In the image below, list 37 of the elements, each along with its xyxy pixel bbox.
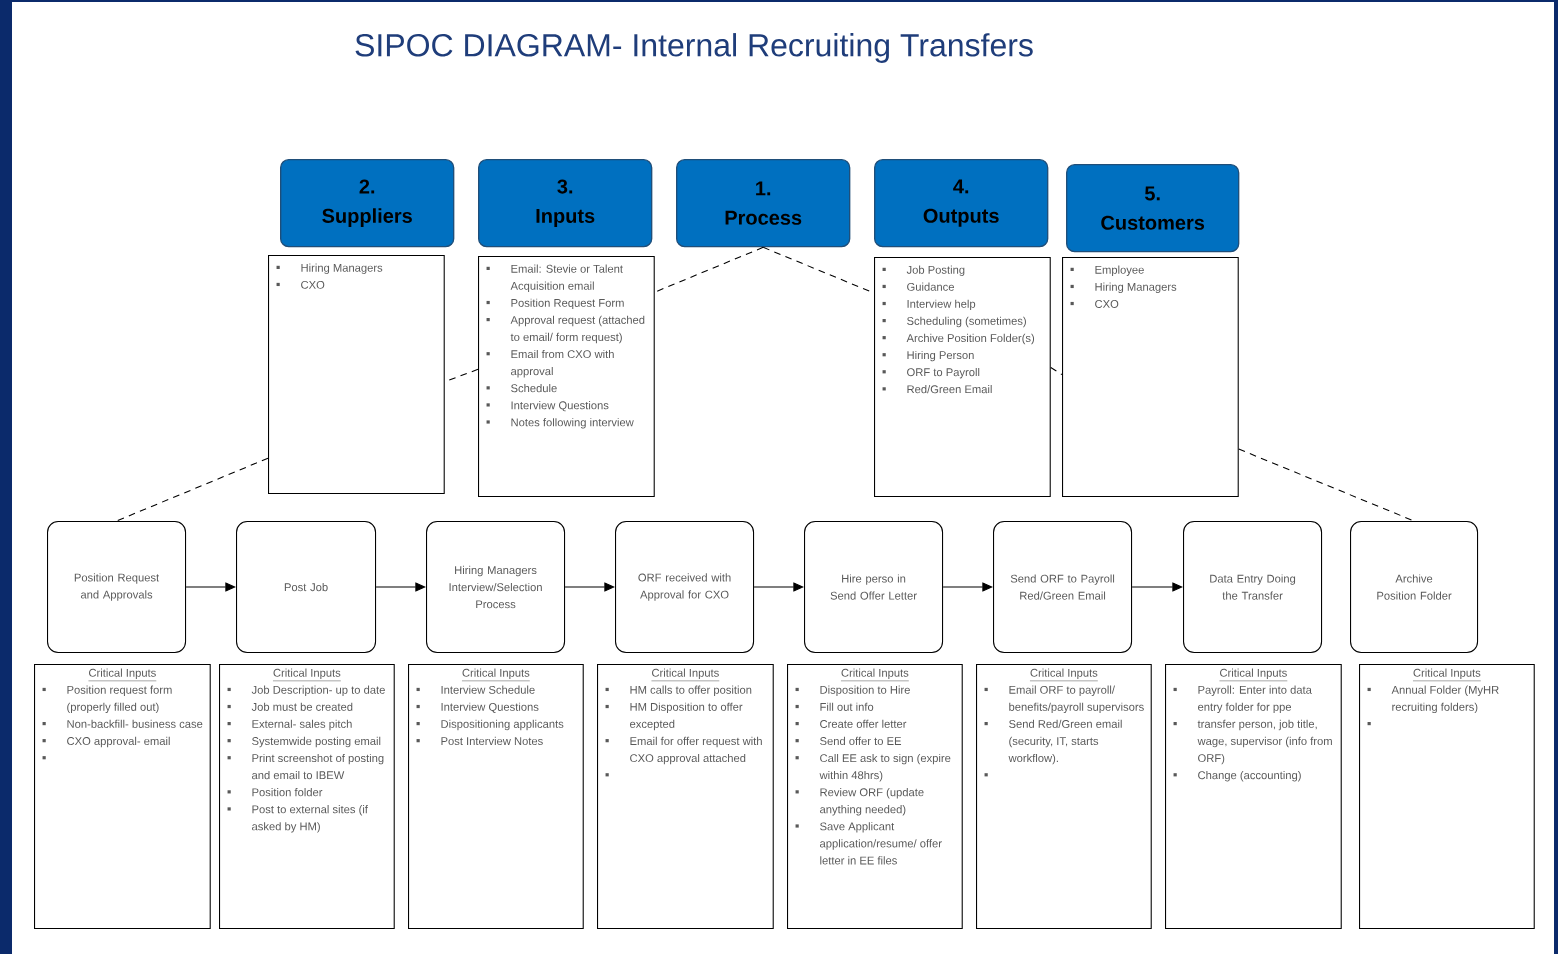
process-box: Hire perso in Send Offer Letter bbox=[804, 521, 944, 654]
process-box: ORF received with Approval for CXO bbox=[615, 521, 755, 654]
critical-inputs-box: Critical Inputs Payroll: Enter into data entry folder for ppe transfer person, job title, wage, supervisor (info from ORF) Change (accounting) bbox=[1165, 664, 1342, 930]
dashed-connector bbox=[1050, 366, 1063, 376]
list-box: Hiring Managers CXO bbox=[268, 255, 445, 495]
dashed-connector bbox=[1238, 448, 1415, 522]
process-box: Data Entry Doing the Transfer bbox=[1183, 521, 1323, 654]
header-box: 5. Customers bbox=[1066, 164, 1240, 253]
process-box: Hiring Managers Interview/Selection Process bbox=[426, 521, 566, 654]
list-box: Job Posting Guidance Interview help Scheduling (sometimes) Archive Position Folder(s) Hiring Person ORF to Payroll Red/Green Email bbox=[874, 257, 1051, 498]
process-box: Position Request and Approvals bbox=[47, 521, 187, 654]
arrow bbox=[564, 582, 615, 592]
header-box: 4. Outputs bbox=[874, 159, 1049, 248]
critical-inputs-box: Critical Inputs Position request form (properly filled out) Non-backfill- business case CXO approval- email bbox=[34, 664, 211, 930]
header-box: 2. Suppliers bbox=[280, 159, 455, 248]
dashed-connector bbox=[762, 246, 875, 294]
arrow bbox=[185, 582, 236, 592]
critical-inputs-box: Critical Inputs Disposition to Hire Fill out info Create offer letter Send offer to EE Call EE ask to sign (expire within 48hrs) Review ORF (update anything needed) Save Applicant application/resume/ offer letter in EE files bbox=[787, 664, 963, 930]
dashed-connector bbox=[116, 457, 269, 522]
process-box: Archive Position Folder bbox=[1350, 521, 1479, 654]
header-box: 3. Inputs bbox=[478, 159, 653, 248]
critical-inputs-box: Critical Inputs Email ORF to payroll/ benefits/payroll supervisors Send Red/Green email (security, IT, starts workflow). bbox=[976, 664, 1152, 930]
process-box: Post Job bbox=[236, 521, 377, 654]
process-box: Send ORF to Payroll Red/Green Email bbox=[993, 521, 1133, 654]
header-box: 1. Process bbox=[676, 159, 851, 248]
critical-inputs-box: Critical Inputs Interview Schedule Interview Questions Dispositioning applicants Post Interview Notes bbox=[408, 664, 584, 930]
title: SIPOC DIAGRAM- Internal Recruiting Transfers bbox=[355, 33, 1033, 63]
list-box: Employee Hiring Managers CXO bbox=[1062, 257, 1239, 498]
critical-inputs-box: Critical Inputs Annual Folder (MyHR recruiting folders) bbox=[1359, 664, 1535, 930]
critical-inputs-box: Critical Inputs Job Description- up to date Job must be created External- sales pitch Systemwide posting email Print screenshot of posting and email to IBEW Position folder Post to external sites (if asked by HM) bbox=[219, 664, 395, 930]
critical-inputs-box: Critical Inputs HM calls to offer position HM Disposition to offer excepted Email for offer request with CXO approval attached bbox=[597, 664, 774, 930]
arrow bbox=[375, 582, 426, 592]
list-box: Email: Stevie or Talent Acquisition email Position Request Form Approval request (attached to email/ form request) Email from CXO with approval Schedule Interview Questions Notes following interview bbox=[478, 256, 655, 498]
dashed-connector bbox=[654, 246, 764, 293]
arrow bbox=[1131, 582, 1183, 592]
arrow bbox=[753, 582, 804, 592]
arrow bbox=[942, 582, 993, 592]
